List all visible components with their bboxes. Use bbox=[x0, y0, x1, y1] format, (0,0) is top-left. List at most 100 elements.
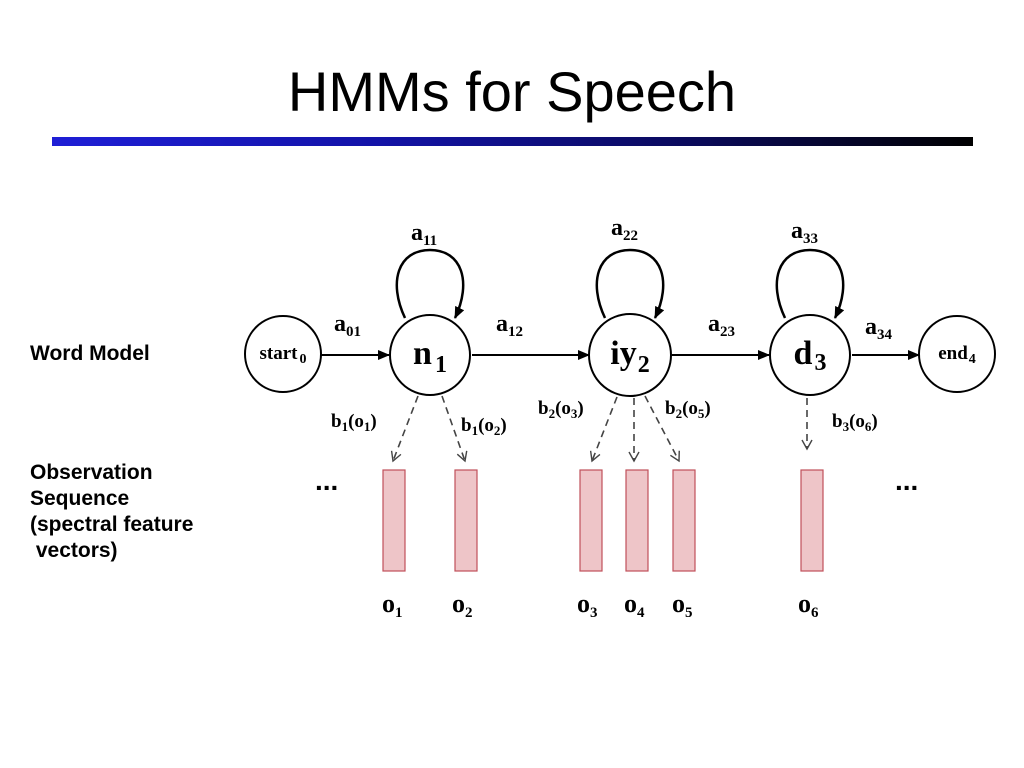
transition-label-a22-base: a bbox=[611, 215, 623, 241]
observation-label-line: Observation bbox=[30, 461, 153, 484]
emission-label-b1-o2-osub: 2 bbox=[494, 423, 501, 438]
transition-label-a23-base: a bbox=[708, 311, 720, 337]
emission-label-b1-o1-bsub: 1 bbox=[342, 419, 349, 434]
emission-label-b1-o1-osub: 1 bbox=[364, 419, 371, 434]
emission-label-b1-o1: b1(o1) bbox=[331, 411, 377, 434]
observation-label-o4-sub: 4 bbox=[637, 605, 645, 621]
observation-label-o6: o6 bbox=[798, 589, 819, 621]
emission-label-b2-o5-osub: 5 bbox=[698, 406, 705, 421]
state-end: end4 bbox=[918, 315, 996, 393]
transition-label-a34-sub: 34 bbox=[877, 327, 893, 343]
observation-label-o2-sub: 2 bbox=[465, 605, 473, 621]
emission-arrow-b1-o1 bbox=[390, 395, 419, 463]
emission-label-b2-o3-o: o bbox=[561, 398, 571, 419]
title-divider bbox=[52, 137, 973, 146]
transition-label-a11-sub: 11 bbox=[423, 233, 437, 249]
observation-vector-o5 bbox=[672, 469, 696, 572]
emission-label-b3-o6-bsub: 3 bbox=[843, 419, 850, 434]
emission-label-b1-o1-o: o bbox=[354, 411, 364, 432]
observation-label-o4: o4 bbox=[624, 589, 645, 621]
emission-label-b3-o6-b: b bbox=[832, 411, 843, 432]
observation-vector-o6 bbox=[800, 469, 824, 572]
observation-label-o5: o5 bbox=[672, 589, 693, 621]
transition-label-a12-sub: 12 bbox=[508, 324, 523, 340]
transition-label-a01-base: a bbox=[334, 311, 346, 337]
state-end-name: end bbox=[938, 343, 968, 364]
observation-label-o6-base: o bbox=[798, 589, 811, 618]
observation-label-o5-sub: 5 bbox=[685, 605, 693, 621]
emission-label-b2-o5-o: o bbox=[688, 398, 698, 419]
transition-label-a12-base: a bbox=[496, 311, 508, 337]
observation-vector-o3 bbox=[579, 469, 603, 572]
svg-text:n1: n1 bbox=[413, 335, 447, 378]
state-iy-index: 2 bbox=[638, 352, 650, 378]
emission-label-b1-o2-b: b bbox=[461, 415, 472, 436]
transition-label-a12: a12 bbox=[496, 311, 523, 340]
observation-label-line: Sequence bbox=[30, 487, 129, 510]
observation-label-o6-sub: 6 bbox=[811, 605, 819, 621]
transition-label-a11: a11 bbox=[411, 220, 437, 249]
state-n-name: n bbox=[413, 335, 432, 372]
state-d-name: d bbox=[794, 335, 813, 372]
state-d-index: 3 bbox=[814, 350, 826, 376]
observation-label-o2-base: o bbox=[452, 589, 465, 618]
emission-arrow-b2-o5 bbox=[644, 395, 680, 463]
emission-label-b2-o5-b: b bbox=[665, 398, 676, 419]
observation-label-o2: o2 bbox=[452, 589, 473, 621]
observation-vector-o2 bbox=[454, 469, 478, 572]
transition-label-a33: a33 bbox=[791, 218, 818, 247]
transition-label-a23-sub: 23 bbox=[720, 324, 735, 340]
row-label-word-model: Word Model bbox=[30, 342, 150, 365]
transition-label-a34-base: a bbox=[865, 314, 877, 340]
observation-label-o1: o1 bbox=[382, 589, 403, 621]
observation-label-o3: o3 bbox=[577, 589, 598, 621]
observation-label-o1-base: o bbox=[382, 589, 395, 618]
ellipsis-left: ... bbox=[315, 465, 338, 496]
observation-label-o3-base: o bbox=[577, 589, 590, 618]
emission-label-b2-o3-osub: 3 bbox=[571, 406, 578, 421]
observation-label-line: (spectral feature bbox=[30, 513, 193, 536]
emission-label-b2-o3-b: b bbox=[538, 398, 549, 419]
svg-text:d3: d3 bbox=[794, 335, 827, 376]
state-start-index: 0 bbox=[299, 352, 306, 367]
self-loop-arrow-a22 bbox=[595, 248, 665, 319]
emission-label-b2-o3-bsub: 2 bbox=[549, 406, 556, 421]
observation-vector-o1 bbox=[382, 469, 406, 572]
emission-label-b2-o3: b2(o3) bbox=[538, 398, 584, 421]
observation-label-o3-sub: 3 bbox=[590, 605, 598, 621]
ellipsis-right: ... bbox=[895, 465, 918, 496]
transition-label-a22-sub: 22 bbox=[623, 228, 638, 244]
emission-arrow-b2-o3 bbox=[589, 396, 618, 463]
state-end-index: 4 bbox=[969, 352, 976, 367]
transition-label-a11-base: a bbox=[411, 220, 423, 246]
observation-label-o5-base: o bbox=[672, 589, 685, 618]
state-d: d3 bbox=[769, 314, 851, 396]
emission-label-b3-o6-o: o bbox=[855, 411, 865, 432]
observation-label-line: vectors) bbox=[30, 539, 118, 562]
transition-label-a33-sub: 33 bbox=[803, 231, 818, 247]
state-n-index: 1 bbox=[435, 352, 447, 378]
state-start-name: start bbox=[260, 343, 299, 364]
state-iy: iy2 bbox=[588, 313, 672, 397]
emission-label-b2-o5-bsub: 2 bbox=[676, 406, 683, 421]
transition-label-a23: a23 bbox=[708, 311, 735, 340]
transition-label-a01: a01 bbox=[334, 311, 361, 340]
slide-title: HMMs for Speech bbox=[287, 60, 737, 123]
svg-text:iy2: iy2 bbox=[610, 335, 649, 378]
emission-label-b2-o5: b2(o5) bbox=[665, 398, 711, 421]
transition-label-a33-base: a bbox=[791, 218, 803, 244]
emission-label-b3-o6: b3(o6) bbox=[832, 411, 878, 434]
row-label-observation-sequence: Observation Sequence (spectral feature v… bbox=[30, 461, 193, 562]
state-iy-name: iy bbox=[610, 335, 636, 372]
self-loop-arrow-a33 bbox=[775, 248, 845, 319]
emission-label-b1-o2-bsub: 1 bbox=[472, 423, 479, 438]
svg-text:end4: end4 bbox=[938, 343, 976, 367]
transition-label-a22: a22 bbox=[611, 215, 638, 244]
observation-label-o4-base: o bbox=[624, 589, 637, 618]
self-loop-arrow-a11 bbox=[395, 248, 465, 319]
emission-label-b1-o2: b1(o2) bbox=[461, 415, 507, 438]
